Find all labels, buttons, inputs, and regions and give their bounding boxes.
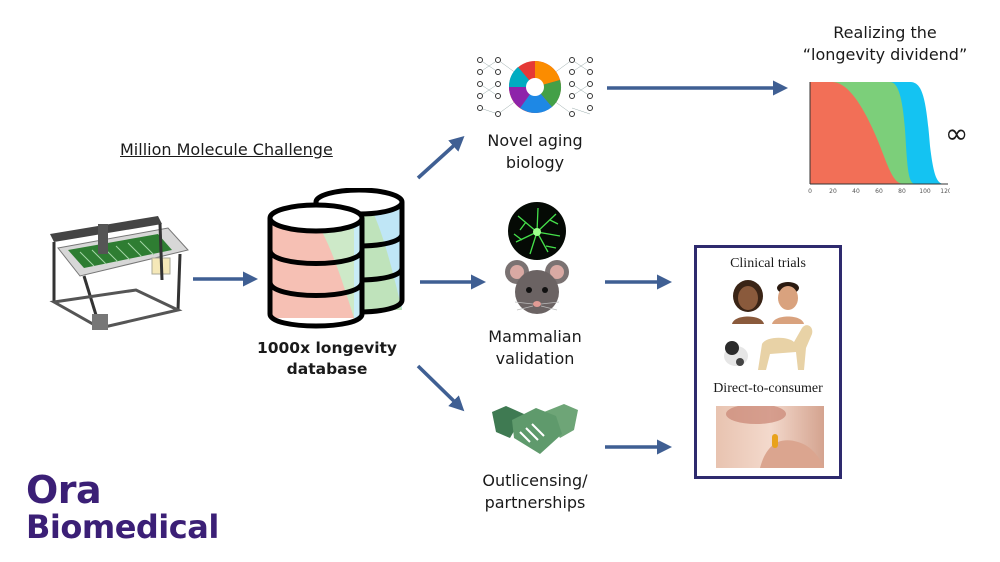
novel-caption-line2: biology xyxy=(505,152,565,172)
mammalian-caption-line2: validation xyxy=(495,348,575,368)
tick-label: 80 xyxy=(898,188,906,195)
tick-label: 40 xyxy=(852,188,860,195)
direct-to-consumer-label: Direct-to-consumer xyxy=(713,381,823,396)
longevity-dividend-title: Realizing the “longevity dividend” xyxy=(800,22,970,65)
mammalian-caption-line1: Mammalian xyxy=(488,327,582,346)
clinical-trials-people-illustration xyxy=(724,280,813,370)
tick-label: 20 xyxy=(829,188,837,195)
outlicensing-caption: Outlicensing/ partnerships xyxy=(470,470,600,513)
clinical-trials-label: Clinical trials xyxy=(730,256,806,271)
neural-network-icon xyxy=(477,57,593,117)
applications-box xyxy=(694,245,842,479)
tick-label: 120 xyxy=(940,188,950,195)
tick-label: 100 xyxy=(919,188,931,195)
tick-label: 60 xyxy=(875,188,883,195)
database-caption-line2: database xyxy=(286,359,368,378)
survival-curve-chart: 0 20 40 60 80 100 120 xyxy=(808,82,950,195)
outlicensing-caption-line2: partnerships xyxy=(484,492,586,512)
mouse-icon xyxy=(505,260,569,314)
handshake-icon xyxy=(492,404,578,454)
infinity-symbol: ∞ xyxy=(945,117,969,150)
database-caption: 1000x longevity database xyxy=(252,338,402,380)
direct-to-consumer-photo xyxy=(716,406,824,468)
arrow-database-to-outlicensing xyxy=(416,364,465,412)
neuron-image xyxy=(508,202,566,260)
ora-logo-text: Ora xyxy=(26,468,102,512)
outlicensing-caption-line1: Outlicensing/ xyxy=(482,471,588,490)
dividend-line1: Realizing the xyxy=(833,23,937,42)
million-molecule-challenge-link[interactable]: Million Molecule Challenge xyxy=(120,140,333,159)
biomedical-logo-text: Biomedical xyxy=(26,508,219,546)
database-caption-line1: 1000x longevity xyxy=(256,339,398,357)
longevity-database-icon xyxy=(267,188,405,329)
novel-aging-biology-caption: Novel aging biology xyxy=(470,130,600,173)
mammalian-validation-caption: Mammalian validation xyxy=(470,326,600,369)
dividend-line2: “longevity dividend” xyxy=(802,44,968,64)
tick-label: 0 xyxy=(808,188,812,195)
lab-robot-illustration xyxy=(49,216,189,330)
novel-caption-line1: Novel aging xyxy=(487,131,583,150)
arrow-database-to-novel xyxy=(416,135,465,180)
